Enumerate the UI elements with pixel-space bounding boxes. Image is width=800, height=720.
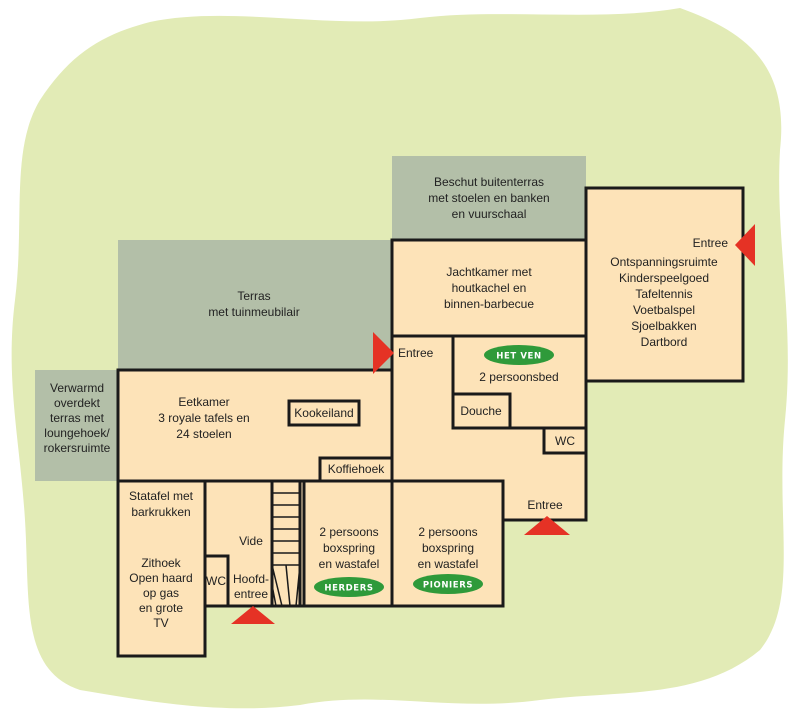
- beschut-line: met stoelen en banken: [428, 191, 549, 205]
- ontspanning-line: Tafeltennis: [635, 287, 692, 301]
- entrance-arrow-bottom-icon: [524, 516, 570, 535]
- ontspanning-line: Sjoelbakken: [631, 319, 696, 333]
- jachtkamer-label: Jachtkamer met houtkachel en binnen-barbec…: [444, 265, 534, 311]
- kookeiland-counter: [287, 399, 361, 427]
- ontspanning-line: Dartbord: [641, 335, 688, 349]
- hoofdentree-line: entree: [234, 587, 268, 601]
- ontspanning-line: Ontspanningsruimte: [610, 255, 718, 269]
- zithoek-line: Open haard: [129, 571, 192, 585]
- terras-terrace: [118, 240, 392, 370]
- wc-left-box: [203, 554, 230, 608]
- statafel-line: Statafel met: [129, 489, 194, 503]
- statafel-zithoek-room: [116, 479, 207, 658]
- svg-text:PIONIERS: PIONIERS: [423, 581, 473, 591]
- terras-label: Terras met tuinmeubilair: [208, 289, 299, 319]
- verwarmd-terrace: [35, 370, 118, 481]
- beschut-label: Beschut buitenterras met stoelen en banke…: [428, 175, 549, 221]
- herders-badge: HERDERS: [314, 577, 384, 597]
- douche: [451, 392, 512, 430]
- eetkamer-line: 3 royale tafels en: [158, 411, 249, 425]
- pioniers-room-line: en wastafel: [418, 557, 479, 571]
- vide-label: Vide: [239, 534, 263, 548]
- ontspanning-line: Kinderspeelgoed: [619, 271, 709, 285]
- herders-room-label: 2 persoons boxspring en wastafel: [319, 525, 380, 571]
- wc-right-label: WC: [555, 434, 575, 448]
- zithoek-line: Zithoek: [141, 556, 181, 570]
- jachtkamer-line: houtkachel en: [452, 281, 527, 295]
- verwarmd-line: terras met: [50, 411, 105, 425]
- wc-right: [542, 426, 588, 455]
- svg-text:HERDERS: HERDERS: [324, 584, 373, 594]
- wc-left-label: WC: [206, 574, 226, 588]
- herders-room-line: 2 persoons: [319, 525, 378, 539]
- entree-hall-label: Entree: [398, 346, 434, 360]
- verwarmd-line: overdekt: [54, 396, 101, 410]
- terras-line: Terras: [237, 289, 270, 303]
- hoofdentree-label: Hoofd-entree: [233, 572, 269, 601]
- terras-line: met tuinmeubilair: [208, 305, 299, 319]
- verwarmd-line: loungehoek/: [44, 426, 110, 440]
- entrance-arrow-right-icon: [735, 224, 755, 266]
- het-ven-badge: HET VEN: [484, 345, 554, 365]
- ontspanning-entree-label: Entree: [693, 236, 729, 250]
- svg-text:HET VEN: HET VEN: [496, 352, 541, 362]
- het-ven-bed-label: 2 persoonsbed: [479, 370, 558, 384]
- entree-bottom-label: Entree: [527, 498, 563, 512]
- beschut-line: Beschut buitenterras: [434, 175, 544, 189]
- pioniers-room-line: boxspring: [422, 541, 474, 555]
- jachtkamer-line: binnen-barbecue: [444, 297, 534, 311]
- staircase: [270, 479, 302, 608]
- eetkamer-label: Eetkamer 3 royale tafels en 24 stoelen: [158, 395, 249, 441]
- statafel-line: barkrukken: [131, 505, 190, 519]
- verwarmd-line: Verwarmd: [50, 381, 104, 395]
- zithoek-line: op gas: [143, 586, 179, 600]
- beschut-line: en vuurschaal: [452, 207, 527, 221]
- ontspanning-line: Voetbalspel: [633, 303, 695, 317]
- zithoek-line: en grote: [139, 601, 183, 615]
- eetkamer-line: 24 stoelen: [176, 427, 231, 441]
- zithoek-line: TV: [153, 616, 168, 630]
- entrance-arrow-main-icon: [231, 606, 275, 624]
- pioniers-room-line: 2 persoons: [418, 525, 477, 539]
- hoofdentree-line: Hoofd-: [233, 572, 269, 586]
- pioniers-room-label: 2 persoons boxspring en wastafel: [418, 525, 479, 571]
- herders-room-line: boxspring: [323, 541, 375, 555]
- kookeiland-label: Kookeiland: [294, 406, 353, 420]
- beschut-terrace: [392, 156, 586, 240]
- douche-label: Douche: [460, 404, 502, 418]
- herders-room-line: en wastafel: [319, 557, 380, 571]
- jachtkamer: [390, 238, 588, 338]
- pioniers-badge: PIONIERS: [413, 574, 483, 594]
- verwarmd-line: rokersruimte: [44, 441, 111, 455]
- jachtkamer-line: Jachtkamer met: [446, 265, 532, 279]
- eetkamer-line: Eetkamer: [178, 395, 229, 409]
- koffiehoek-label: Koffiehoek: [328, 462, 385, 476]
- entrance-arrow-left-icon: [373, 332, 394, 374]
- statafel-label: Statafel met barkrukken: [129, 489, 194, 519]
